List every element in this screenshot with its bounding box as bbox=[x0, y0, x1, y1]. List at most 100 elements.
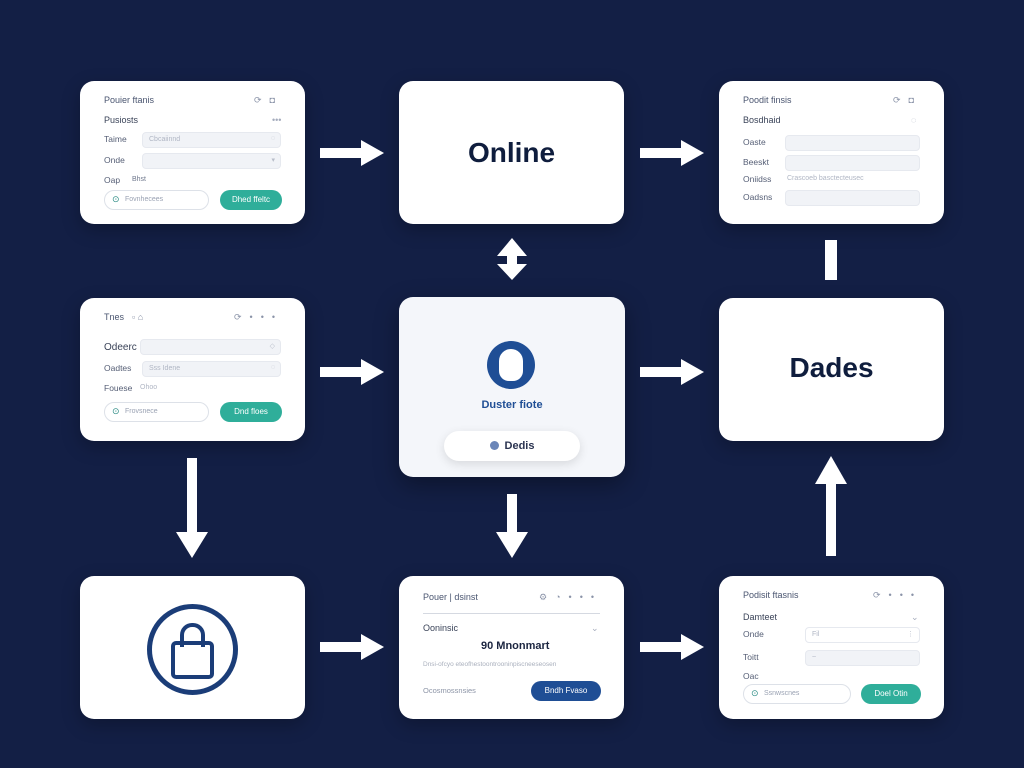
refresh-icon[interactable]: ⟳ bbox=[873, 590, 889, 600]
settings-icon[interactable]: ⚙ bbox=[539, 592, 556, 602]
form-row: Toitt ~ bbox=[743, 650, 920, 666]
form-title: Ooninsic ⌄ bbox=[423, 623, 599, 633]
text-value: Crascoeb basctecteusec bbox=[787, 175, 864, 182]
card-top-center: Online bbox=[399, 81, 624, 224]
form-title: Damteet ⌄ bbox=[743, 612, 919, 622]
connector-vertical bbox=[825, 240, 837, 280]
dades-label: Dades bbox=[789, 352, 874, 383]
more-icon[interactable]: ••• bbox=[568, 592, 602, 602]
form-title: Pusiosts ••• bbox=[104, 115, 282, 125]
search-input[interactable]: ⊙ Fovnhecees bbox=[104, 190, 209, 210]
headline: 90 Mnonmart bbox=[481, 640, 550, 652]
chevron-icon: ⋮ bbox=[907, 631, 914, 638]
header-icons: ⟳◘ bbox=[254, 95, 283, 106]
card-middle-left: Tnes ▫ ⌂ ⟳••• Odeerc ◇ Oadtes Sss Idene◌… bbox=[80, 298, 305, 441]
chevron-icon: ◌ bbox=[270, 135, 275, 142]
card-header: Poodit finsis ⟳◘ bbox=[743, 95, 922, 106]
divider bbox=[423, 613, 600, 614]
arrow-right bbox=[320, 140, 384, 166]
more-icon[interactable]: ••• bbox=[272, 115, 282, 125]
text-field[interactable]: ▾ bbox=[142, 153, 281, 169]
search-input[interactable]: ⊙ Ssnwscnes bbox=[743, 684, 851, 704]
arrow-right bbox=[640, 634, 704, 660]
text-value: Ohoo bbox=[140, 384, 158, 391]
online-label: Online bbox=[467, 137, 556, 168]
arrow-right bbox=[640, 140, 704, 166]
form-row: Oniidss Crascoeb basctecteusec bbox=[743, 172, 920, 188]
chevron-down-icon[interactable]: ⌄ bbox=[591, 623, 599, 633]
submit-button[interactable]: Dnd floes bbox=[220, 402, 282, 422]
primary-button[interactable]: Bndh Fvaso bbox=[531, 681, 601, 701]
arrow-up bbox=[815, 456, 847, 556]
refresh-icon[interactable]: ⟳ bbox=[893, 95, 909, 105]
card-header: Pouer | dsinst ⚙◔••• bbox=[423, 592, 602, 603]
arrow-right bbox=[320, 634, 384, 660]
center-title: Duster fiote bbox=[481, 399, 543, 411]
form-row: Oadtes Sss Idene◌ bbox=[104, 361, 281, 377]
subtext: Dnsi-ofcyo eteofhestoontrooninpiscneeseo… bbox=[423, 661, 557, 668]
user-avatar-icon bbox=[487, 341, 535, 389]
form-row: Oaste bbox=[743, 135, 920, 151]
text-field[interactable]: Cbcaiinnd◌ bbox=[142, 132, 281, 148]
card-header: Pouier ftanis ⟳◘ bbox=[104, 95, 283, 106]
form-row: Onde ▾ bbox=[104, 153, 281, 169]
submit-button[interactable]: Dhed ffeltc bbox=[220, 190, 282, 210]
more-icon[interactable]: ••• bbox=[888, 590, 922, 600]
header-icons: ⟳••• bbox=[873, 590, 922, 601]
details-button[interactable]: Dedis bbox=[444, 431, 580, 461]
search-icon: ⊙ bbox=[112, 406, 120, 416]
card-middle-right: Dades bbox=[719, 298, 944, 441]
text-value: Bhst bbox=[132, 176, 147, 183]
form-row: Oap Bhst bbox=[104, 173, 281, 189]
text-field[interactable]: Fil⋮ bbox=[805, 627, 920, 643]
toggle-icon[interactable]: ◌ bbox=[911, 115, 917, 125]
arrow-down bbox=[176, 458, 208, 558]
arrow-down bbox=[496, 494, 528, 558]
form-row: Beeskt bbox=[743, 155, 920, 171]
card-header: Tnes ▫ ⌂ ⟳••• bbox=[104, 312, 283, 323]
card-header: Podisit ftasnis ⟳••• bbox=[743, 590, 922, 601]
camera-icon[interactable]: ◘ bbox=[269, 95, 283, 105]
clock-icon[interactable]: ◔ bbox=[555, 592, 569, 602]
arrow-up bbox=[497, 238, 527, 282]
form-row: Oac bbox=[743, 669, 920, 685]
text-field[interactable] bbox=[785, 155, 920, 171]
search-icon: ⊙ bbox=[751, 688, 759, 698]
form-row: Oadsns bbox=[743, 190, 920, 206]
refresh-icon[interactable]: ⟳ bbox=[254, 95, 270, 105]
header-icons: ⚙◔••• bbox=[539, 592, 602, 603]
camera-icon[interactable]: ◘ bbox=[908, 95, 922, 105]
submit-button[interactable]: Doel Otin bbox=[861, 684, 921, 704]
form-title: Odeerc bbox=[104, 342, 137, 353]
shield-icon: ◇ bbox=[269, 343, 275, 350]
flag-icon[interactable]: ▫ ⌂ bbox=[132, 312, 144, 322]
text-field[interactable]: ~ bbox=[805, 650, 920, 666]
card-center: Duster fiote Dedis bbox=[399, 297, 625, 477]
refresh-icon[interactable]: ⟳ bbox=[234, 312, 250, 322]
text-field[interactable]: ◇ bbox=[140, 339, 281, 355]
text-field[interactable]: Sss Idene◌ bbox=[142, 361, 281, 377]
card-top-left: Pouier ftanis ⟳◘ Pusiosts ••• Taime Cbca… bbox=[80, 81, 305, 224]
form-row: Onde Fil⋮ bbox=[743, 627, 920, 643]
card-bottom-right: Podisit ftasnis ⟳••• Damteet ⌄ Onde Fil⋮… bbox=[719, 576, 944, 719]
arrow-right bbox=[320, 359, 384, 385]
text-field[interactable] bbox=[785, 135, 920, 151]
form-title: Bosdhaid ◌ bbox=[743, 115, 917, 125]
text-field[interactable] bbox=[785, 190, 920, 206]
search-input[interactable]: ⊙ Frovsnece bbox=[104, 402, 209, 422]
form-row: Fouese Ohoo bbox=[104, 381, 281, 397]
header-icons: ⟳••• bbox=[234, 312, 283, 323]
dot-icon bbox=[489, 441, 499, 450]
chevron-icon: ◌ bbox=[270, 364, 275, 371]
more-icon[interactable]: ••• bbox=[249, 312, 283, 322]
arrow-right bbox=[640, 359, 704, 385]
chevron-icon: ▾ bbox=[271, 157, 275, 164]
header-icons: ⟳◘ bbox=[893, 95, 922, 106]
card-bottom-left bbox=[80, 576, 305, 719]
text-value bbox=[781, 669, 920, 685]
form-row: Taime Cbcaiinnd◌ bbox=[104, 132, 281, 148]
form-row: ◇ bbox=[140, 339, 281, 355]
footer-text: Ocosmossnsies bbox=[423, 686, 476, 695]
chevron-down-icon[interactable]: ⌄ bbox=[911, 612, 919, 622]
